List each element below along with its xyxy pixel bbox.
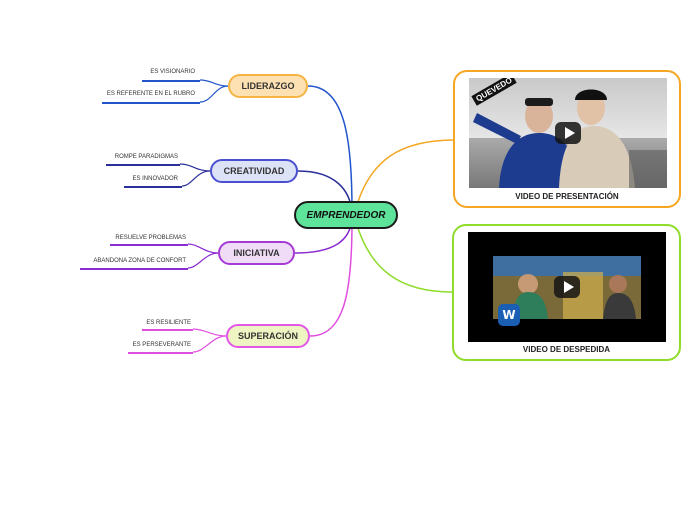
- video-thumbnail[interactable]: QUEVEDO: [469, 78, 667, 188]
- video-thumbnail-image: [469, 89, 667, 188]
- connector-video-despedida: [355, 221, 453, 293]
- leaf-es-resiliente[interactable]: ES RESILIENTE: [146, 320, 191, 326]
- branch-iniciativa[interactable]: INICIATIVA: [218, 241, 295, 265]
- branch-superacion[interactable]: SUPERACIÓN: [226, 324, 310, 348]
- leaf-connector: [199, 79, 229, 87]
- play-icon: [563, 281, 574, 293]
- leaf-underline: [102, 102, 200, 104]
- leaf-resuelve-problemas[interactable]: RESUELVE PROBLEMAS: [115, 235, 186, 241]
- connector-liderazgo: [307, 85, 353, 211]
- svg-text:W: W: [502, 308, 515, 322]
- video-thumbnail[interactable]: W: [468, 232, 666, 342]
- leaf-connector: [192, 328, 227, 337]
- video-caption: VIDEO DE DESPEDIDA: [522, 345, 611, 354]
- branch-label: CREATIVIDAD: [223, 166, 285, 176]
- leaf-connector: [192, 335, 227, 353]
- video-card-presentacion[interactable]: QUEVEDO VIDEO DE PRESENTACIÓN: [453, 70, 681, 208]
- leaf-connector: [187, 243, 219, 254]
- branch-label: LIDERAZGO: [241, 81, 295, 91]
- leaf-connector: [181, 170, 211, 187]
- video-caption: VIDEO DE PRESENTACIÓN: [515, 192, 619, 201]
- leaf-connector: [179, 163, 211, 172]
- leaf-es-visionario[interactable]: ES VISIONARIO: [150, 69, 195, 75]
- leaf-es-innovador[interactable]: ES INNOVADOR: [132, 176, 178, 182]
- leaf-es-perseverante[interactable]: ES PERSEVERANTE: [132, 342, 191, 348]
- branch-creatividad[interactable]: CREATIVIDAD: [210, 159, 298, 183]
- leaf-rompe-paradigmas[interactable]: ROMPE PARADIGMAS: [114, 154, 178, 160]
- video-card-despedida[interactable]: W VIDEO DE DESPEDIDA: [452, 224, 681, 361]
- leaf-connector: [187, 252, 219, 269]
- connector-video-presentacion: [355, 139, 456, 209]
- central-topic-label: EMPRENDEDOR: [306, 209, 386, 221]
- leaf-underline: [142, 329, 193, 331]
- leaf-underline: [80, 268, 188, 270]
- connector-superacion: [309, 220, 353, 337]
- play-icon: [564, 127, 575, 139]
- play-button[interactable]: [555, 122, 581, 144]
- leaf-underline: [142, 80, 200, 82]
- play-button[interactable]: [554, 276, 580, 298]
- branch-label: SUPERACIÓN: [237, 331, 298, 341]
- branch-label: INICIATIVA: [233, 248, 280, 258]
- leaf-underline: [124, 186, 182, 188]
- leaf-underline: [128, 352, 193, 354]
- central-topic[interactable]: EMPRENDEDOR: [294, 201, 398, 229]
- leaf-connector: [199, 85, 229, 103]
- leaf-es-referente[interactable]: ES REFERENTE EN EL RUBRO: [106, 91, 195, 97]
- leaf-underline: [110, 244, 188, 246]
- branch-liderazgo[interactable]: LIDERAZGO: [228, 74, 308, 98]
- leaf-abandona-zona[interactable]: ABANDONA ZONA DE CONFORT: [93, 258, 186, 264]
- leaf-underline: [106, 164, 180, 166]
